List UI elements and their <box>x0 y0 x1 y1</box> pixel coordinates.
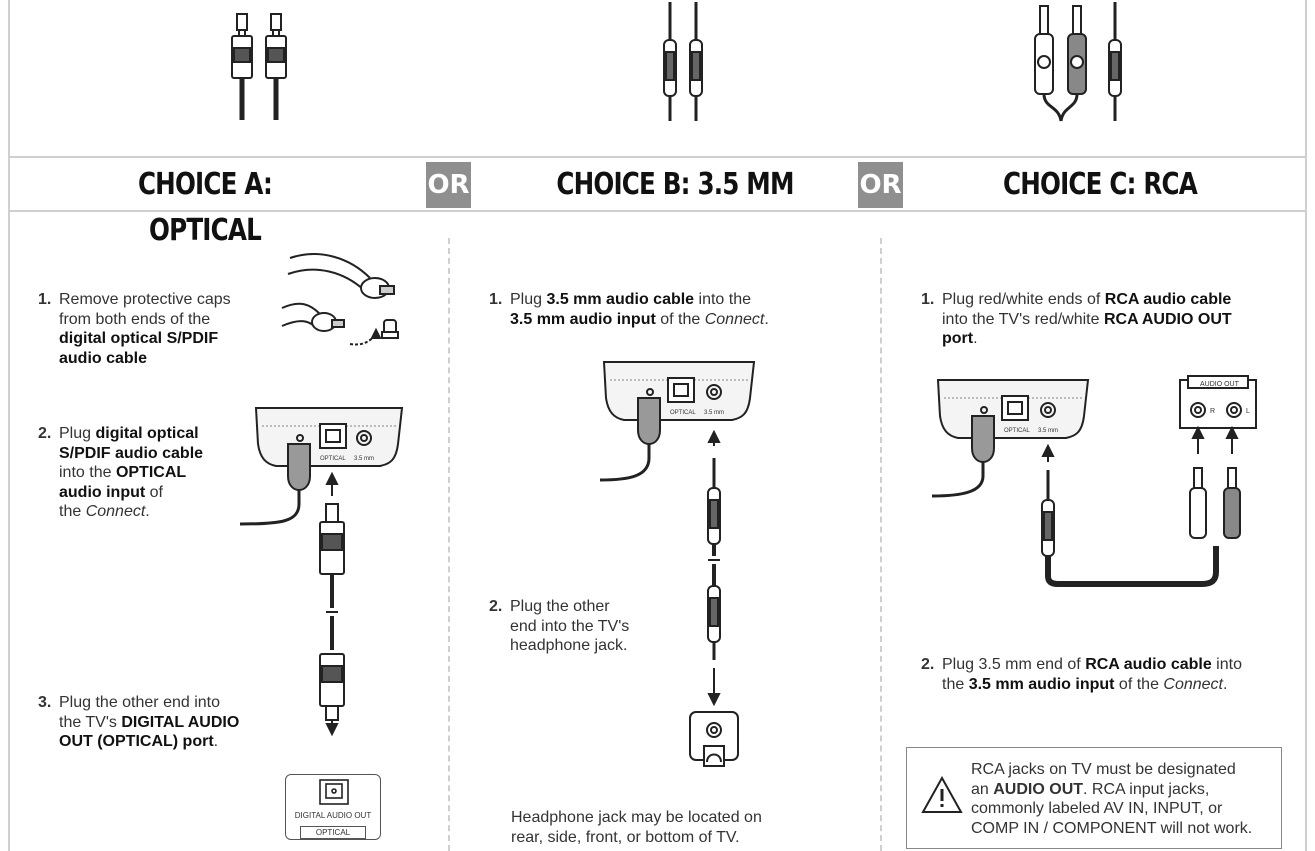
header-bottom-rule <box>8 210 1307 212</box>
mm-port-label: 3.5 mm <box>354 456 374 462</box>
headphone-jack-illustration <box>689 668 739 767</box>
b-optical-port-label: OPTICAL <box>670 410 696 416</box>
choice-c-step-1: 1. Plug red/white ends of RCA audio cabl… <box>921 291 1232 347</box>
digital-audio-out-label: DIGITAL AUDIO OUT <box>294 811 372 820</box>
headphone-icon <box>706 753 722 763</box>
or-badge-2: OR <box>858 162 903 208</box>
c-optical-port-label: OPTICAL <box>1004 428 1030 434</box>
choice-b-title: CHOICE B: 3.5 MM <box>556 167 794 202</box>
c-mm-port-label: 3.5 mm <box>1038 428 1058 434</box>
choice-a-device-cable-illustration: OPTICAL 3.5 mm <box>239 407 404 737</box>
optical-cable-pair-icon <box>231 13 287 120</box>
b-mm-port-label: 3.5 mm <box>704 410 724 416</box>
choice-b-step-2: 2. Plug the other end into the TV's head… <box>489 598 630 654</box>
warning-icon <box>921 776 963 813</box>
rca-left-label: L <box>1246 408 1250 415</box>
aux-cable-pair-icon <box>663 2 703 121</box>
choice-b-step-1: 1. Plug 3.5 mm audio cable into the 3.5 … <box>489 291 769 328</box>
choice-a-step-3: 3. Plug the other end into the TV's DIGI… <box>38 694 240 750</box>
rca-cable-icon <box>1034 2 1122 122</box>
remove-caps-illustration <box>281 253 399 346</box>
choice-a-step-1: 1. Remove protective caps from both ends… <box>38 291 231 367</box>
audio-out-label: AUDIO OUT <box>1200 381 1240 388</box>
optical-port-icon <box>319 779 349 805</box>
rca-warning-text: RCA jacks on TV must be designated an AU… <box>971 761 1253 837</box>
column-divider-1 <box>448 238 450 851</box>
rca-right-label: R <box>1210 408 1215 415</box>
choice-c-device-cable-illustration: OPTICAL 3.5 mm AUDIO OUT R L <box>931 375 1257 587</box>
frame-left-border <box>8 0 10 851</box>
choice-b-note: Headphone jack may be located on rear, s… <box>511 809 762 846</box>
or-badge-1: OR <box>426 162 471 208</box>
frame-right-border <box>1305 0 1307 851</box>
choice-a-step-2: 2. Plug digital optical S/PDIF audio cab… <box>38 425 204 520</box>
tv-optical-port-box: DIGITAL AUDIO OUT OPTICAL <box>285 774 381 840</box>
choice-b-device-cable-illustration: OPTICAL 3.5 mm <box>599 361 756 660</box>
header-top-rule <box>8 156 1307 158</box>
choice-a-title: CHOICE A: OPTICAL <box>137 167 273 248</box>
choice-c-step-2: 2. Plug 3.5 mm end of RCA audio cable in… <box>921 656 1242 693</box>
optical-port-label: OPTICAL <box>320 456 346 462</box>
rca-warning-box: RCA jacks on TV must be designated an AU… <box>906 747 1282 849</box>
column-divider-2 <box>880 238 882 851</box>
choice-c-title: CHOICE C: RCA <box>1003 167 1198 202</box>
optical-tag-label: OPTICAL <box>300 826 366 839</box>
